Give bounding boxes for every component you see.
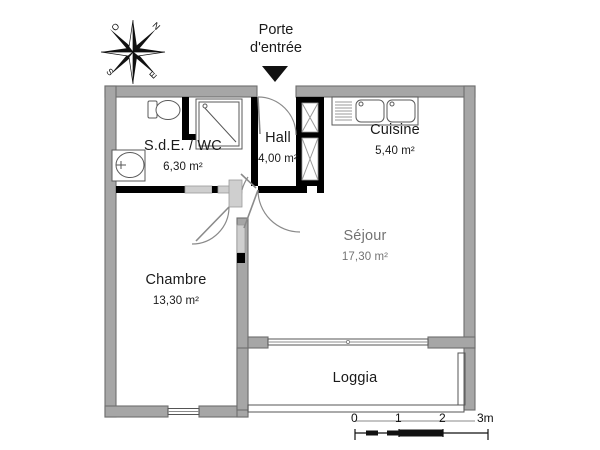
room-label-hall: Hall 4,00 m² bbox=[248, 130, 308, 166]
toilet-fixture bbox=[147, 100, 181, 120]
shower-fixture bbox=[195, 98, 243, 150]
room-label-sejour: Séjour 17,30 m² bbox=[305, 228, 425, 264]
kitchen-sink-fixture bbox=[331, 96, 419, 126]
window-openings bbox=[167, 338, 466, 415]
room-label-chambre: Chambre 13,30 m² bbox=[112, 272, 240, 308]
doors bbox=[191, 96, 301, 245]
scale-tick-0: 0 bbox=[351, 411, 358, 425]
room-area-sejour: 17,30 m² bbox=[341, 250, 389, 263]
room-name-loggia: Loggia bbox=[332, 370, 378, 386]
room-name-hall: Hall bbox=[265, 130, 291, 146]
room-area-sde: 6,30 m² bbox=[163, 160, 203, 173]
entry-door-label-line2: d'entrée bbox=[250, 39, 302, 56]
compass-rose-icon bbox=[100, 19, 166, 85]
room-name-cuisine: Cuisine bbox=[370, 122, 420, 138]
sejour-door bbox=[243, 189, 301, 233]
room-area-chambre: 13,30 m² bbox=[152, 294, 200, 307]
sde-door bbox=[191, 206, 230, 245]
sde-fixtures bbox=[111, 98, 243, 182]
room-name-chambre: Chambre bbox=[145, 272, 207, 288]
room-area-cuisine: 5,40 m² bbox=[375, 144, 415, 157]
entry-door bbox=[257, 96, 297, 136]
room-area-hall: 4,00 m² bbox=[258, 152, 298, 165]
scale-tick-2: 2 bbox=[439, 411, 446, 425]
interior-partitions bbox=[116, 97, 324, 263]
room-name-sde: S.d.E. / WC bbox=[144, 138, 222, 154]
entry-door-label: Porte d'entrée bbox=[228, 22, 324, 57]
washbasin-fixture bbox=[111, 149, 146, 182]
entry-door-label-line1: Porte bbox=[258, 22, 294, 38]
hall-closets bbox=[301, 102, 319, 181]
room-label-cuisine: Cuisine 5,40 m² bbox=[340, 122, 450, 158]
scale-bar bbox=[354, 420, 489, 440]
room-label-sde: S.d.E. / WC 6,30 m² bbox=[120, 138, 246, 174]
scale-tick-1: 1 bbox=[395, 411, 402, 425]
closet-fixture bbox=[301, 137, 319, 181]
chambre-door bbox=[240, 173, 257, 191]
closet-fixture bbox=[301, 102, 319, 133]
cuisine-fixtures bbox=[331, 96, 419, 126]
room-label-loggia: Loggia bbox=[300, 370, 410, 387]
scale-tick-3: 3m bbox=[477, 411, 494, 425]
room-name-sejour: Séjour bbox=[343, 228, 387, 244]
entry-arrow-icon bbox=[262, 66, 288, 82]
